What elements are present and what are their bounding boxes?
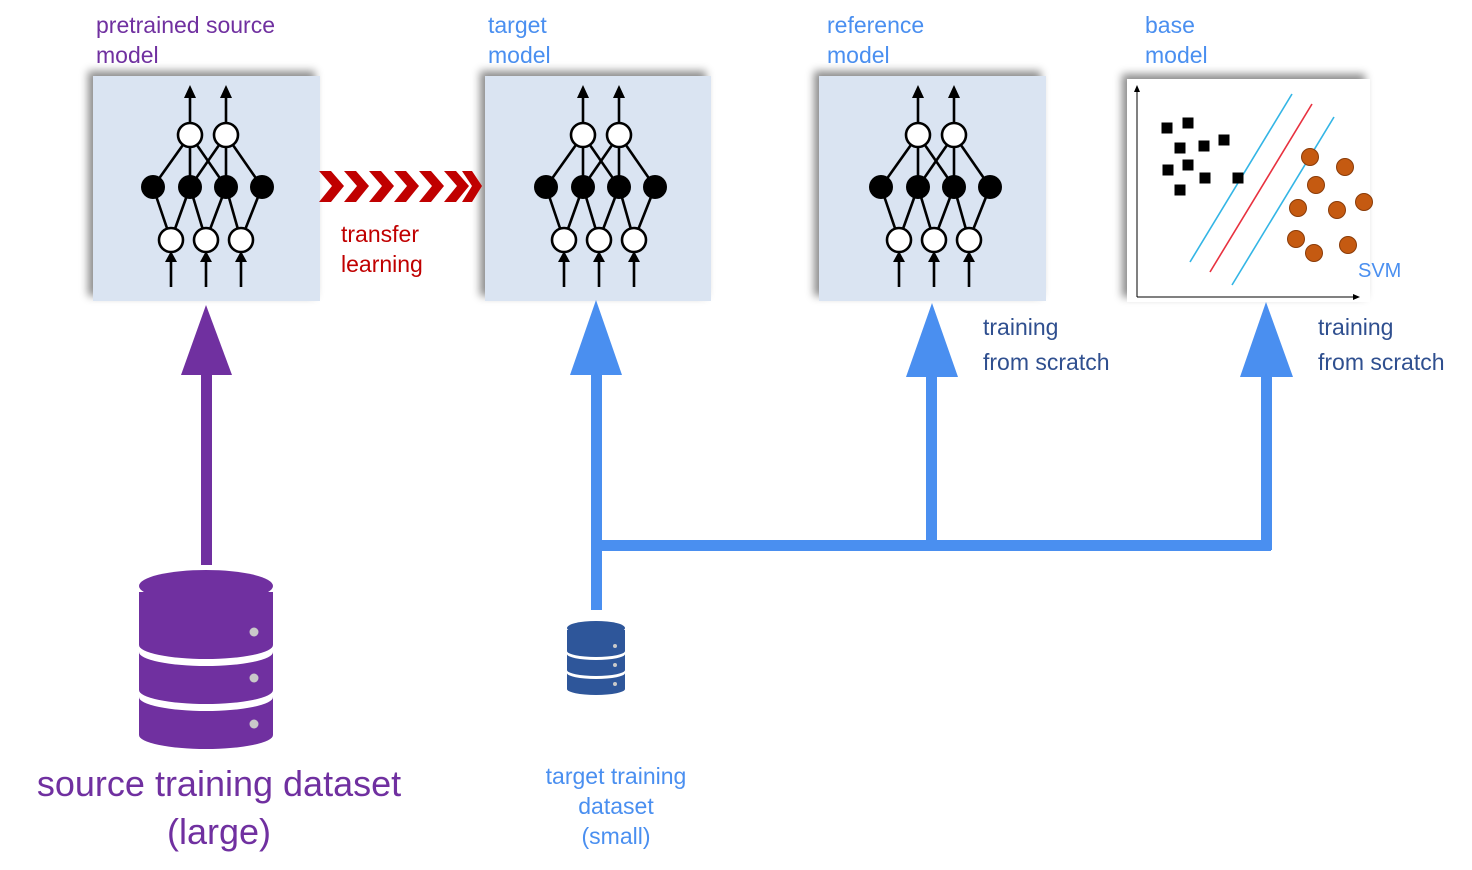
svm-square-point bbox=[1182, 117, 1194, 129]
neural-network-icon bbox=[141, 85, 274, 287]
source-dataset-label-line2: (large) bbox=[166, 811, 272, 852]
chevron-arrows-icon bbox=[319, 171, 482, 202]
svm-circle-point bbox=[1307, 176, 1325, 194]
neural-network-icon bbox=[869, 85, 1002, 287]
svm-circle-point bbox=[1339, 236, 1357, 254]
source-database-icon bbox=[139, 570, 273, 749]
source-model-label-line2: model bbox=[96, 42, 159, 68]
svm-circle-point bbox=[1287, 230, 1305, 248]
reference-model-label-line1: reference bbox=[827, 12, 925, 38]
svm-square-point bbox=[1182, 159, 1194, 171]
neural-network-icon bbox=[534, 85, 667, 287]
svm-square-point bbox=[1161, 122, 1173, 134]
reference-model-box bbox=[819, 76, 1046, 301]
source-training-arrow bbox=[181, 305, 232, 565]
reference-training-label-line1: training bbox=[983, 314, 1059, 340]
svm-square-point bbox=[1174, 142, 1186, 154]
target-database-icon bbox=[567, 621, 625, 695]
base-model-label-line2: model bbox=[1145, 42, 1208, 68]
svm-plot-box bbox=[1127, 79, 1370, 302]
svm-square-point bbox=[1199, 172, 1211, 184]
svm-label: SVM bbox=[1358, 260, 1402, 282]
source-dataset-label-line1: source training dataset bbox=[36, 763, 402, 804]
svm-circle-point bbox=[1328, 201, 1346, 219]
base-model-label-line1: base bbox=[1145, 12, 1195, 38]
target-model-label-line1: target bbox=[488, 12, 547, 38]
target-dataset-label-line1: target training bbox=[545, 763, 687, 789]
reference-training-label-line2: from scratch bbox=[983, 349, 1110, 375]
transfer-label-line2: learning bbox=[341, 251, 423, 277]
svm-plot bbox=[1134, 85, 1373, 300]
svm-square-point bbox=[1232, 172, 1244, 184]
svm-circle-point bbox=[1301, 148, 1319, 166]
svm-circle-point bbox=[1336, 158, 1354, 176]
target-training-arrows bbox=[570, 300, 1293, 610]
source-model-label-line1: pretrained source bbox=[96, 12, 275, 38]
transfer-label-line1: transfer bbox=[341, 221, 419, 247]
svm-circle-point bbox=[1305, 244, 1323, 262]
svm-square-point bbox=[1162, 164, 1174, 176]
target-dataset-label-line3: (small) bbox=[581, 823, 651, 849]
svm-class-b-points bbox=[1287, 148, 1373, 262]
target-dataset-label-line2: dataset bbox=[578, 793, 654, 819]
svm-class-a-points bbox=[1161, 117, 1244, 196]
base-training-label-line2: from scratch bbox=[1318, 349, 1445, 375]
svm-square-point bbox=[1174, 184, 1186, 196]
svm-circle-point bbox=[1355, 193, 1373, 211]
target-model-label-line2: model bbox=[488, 42, 551, 68]
svm-circle-point bbox=[1289, 199, 1307, 217]
svm-square-point bbox=[1198, 140, 1210, 152]
base-training-label-line1: training bbox=[1318, 314, 1394, 340]
reference-model-label-line2: model bbox=[827, 42, 890, 68]
svm-square-point bbox=[1218, 134, 1230, 146]
